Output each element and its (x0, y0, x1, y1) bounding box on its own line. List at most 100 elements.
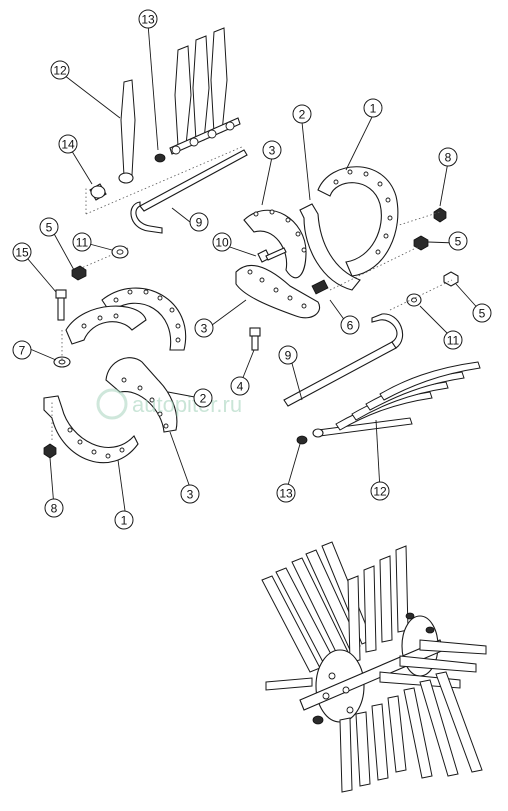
callout-number: 12 (373, 485, 387, 499)
callout-2: 2 (292, 104, 312, 124)
callout-5: 5 (448, 231, 468, 251)
callout-3: 3 (262, 140, 282, 160)
leader-lines (21, 23, 483, 519)
callout-number: 5 (455, 235, 462, 249)
callout-circle (194, 318, 214, 338)
callout-circle (138, 9, 158, 29)
plate-2-lower-left (105, 357, 178, 433)
callout-circle (50, 60, 70, 80)
callout-number: 3 (269, 144, 276, 158)
plate-2-left (65, 305, 147, 345)
callout-5: 5 (472, 303, 492, 323)
callout-number: 4 (237, 380, 244, 394)
callout-14: 14 (58, 134, 78, 154)
callout-number: 9 (285, 349, 292, 363)
assembled-rotor (261, 541, 487, 793)
callout-number: 12 (53, 64, 67, 78)
tine-set-lower (312, 361, 481, 438)
callout-11: 11 (443, 330, 463, 350)
plate-3-left (101, 287, 187, 351)
callout-5: 5 (39, 217, 59, 237)
callout-12: 12 (370, 481, 390, 501)
callout-number: 11 (76, 236, 89, 250)
callout-number: 9 (196, 216, 203, 230)
callout-10: 10 (212, 232, 232, 252)
bolt-10 (257, 247, 287, 263)
callout-circle (443, 330, 463, 350)
rod-lower (283, 313, 404, 407)
callout-circle (58, 134, 78, 154)
callout-11: 11 (72, 232, 92, 252)
washer-nut-upper-left (71, 245, 129, 281)
callout-number: 13 (141, 13, 155, 27)
callout-4: 4 (230, 376, 250, 396)
callout-circle (276, 483, 296, 503)
callout-number: 11 (447, 334, 460, 348)
callout-circle (212, 232, 232, 252)
callout-circle (12, 340, 32, 360)
callout-number: 6 (347, 319, 354, 333)
callout-6: 6 (340, 315, 360, 335)
nut-5-right-top (413, 235, 429, 251)
callout-number: 8 (51, 502, 58, 516)
plate-3-lower-center (235, 264, 320, 319)
callout-3: 3 (180, 484, 200, 504)
bolt-6 (311, 279, 329, 295)
callout-circle (438, 147, 458, 167)
callout-number: 15 (15, 246, 29, 260)
watermark: autopiter.ru (96, 388, 242, 420)
callout-number: 5 (479, 307, 486, 321)
callout-12: 12 (50, 60, 70, 80)
callout-13: 13 (138, 9, 158, 29)
callout-number: 14 (61, 138, 75, 152)
nut-13-lower (296, 435, 308, 445)
plate-3-center (243, 209, 307, 279)
callout-circle (278, 345, 298, 365)
callout-circle (72, 232, 92, 252)
callout-3: 3 (194, 318, 214, 338)
bolt-4 (249, 327, 261, 351)
callout-number: 5 (46, 221, 53, 235)
callout-9: 9 (278, 345, 298, 365)
callout-15: 15 (12, 242, 32, 262)
callout-circle (340, 315, 360, 335)
callout-number: 1 (370, 102, 377, 116)
callout-circle (230, 376, 250, 396)
nut-8-right (433, 207, 447, 223)
callout-number: 3 (201, 322, 208, 336)
callout-circle (39, 217, 59, 237)
callout-circle (472, 303, 492, 323)
callout-number: 1 (121, 514, 128, 528)
nut-8-left (43, 443, 57, 459)
callout-2: 2 (193, 388, 213, 408)
callout-number: 13 (279, 487, 293, 501)
plate-2-center (299, 203, 361, 291)
plate-1-left (43, 395, 139, 464)
callout-number: 3 (187, 488, 194, 502)
callout-circle (12, 242, 32, 262)
callout-number: 8 (445, 151, 452, 165)
callout-circle (262, 140, 282, 160)
callout-circle (180, 484, 200, 504)
callout-7: 7 (12, 340, 32, 360)
callout-8: 8 (438, 147, 458, 167)
callout-13: 13 (276, 483, 296, 503)
callout-9: 9 (189, 212, 209, 232)
callout-circle (193, 388, 213, 408)
callout-circle (448, 231, 468, 251)
callout-1: 1 (363, 98, 383, 118)
callout-circle (370, 481, 390, 501)
tine-set-upper (89, 27, 241, 201)
nut-5-right-lower (443, 271, 459, 287)
callout-circle (114, 510, 134, 530)
callout-circle (44, 498, 64, 518)
callout-number: 7 (19, 344, 26, 358)
callout-1: 1 (114, 510, 134, 530)
callout-number: 2 (299, 108, 306, 122)
callout-circle (292, 104, 312, 124)
callout-number: 2 (200, 392, 207, 406)
watermark-text: autopiter.ru (132, 392, 242, 417)
plate-1-center (317, 166, 399, 277)
